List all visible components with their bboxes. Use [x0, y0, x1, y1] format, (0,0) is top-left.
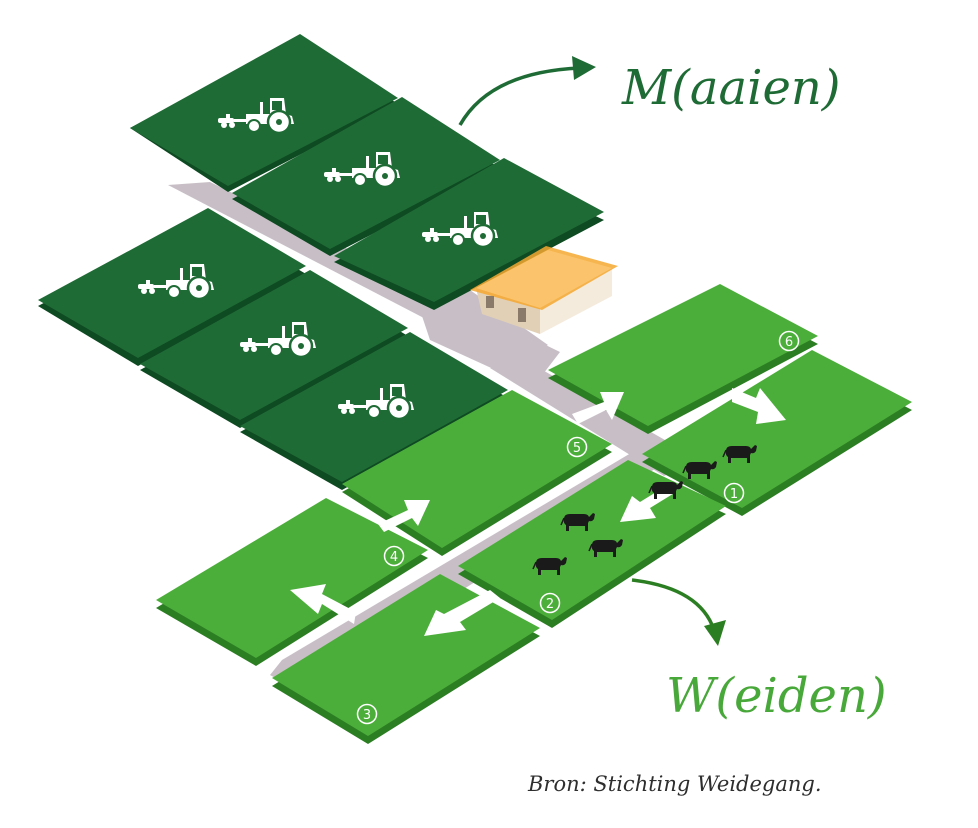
- graze-pointer-arrow: [632, 580, 726, 646]
- svg-text:5: 5: [573, 441, 581, 456]
- svg-text:2: 2: [546, 597, 554, 612]
- svg-text:3: 3: [363, 708, 371, 723]
- graze-label: W(eiden): [666, 668, 887, 724]
- source-credit: Bron: Stichting Weidegang.: [528, 772, 868, 796]
- mow-label: M(aaien): [621, 60, 841, 116]
- mow-pointer-arrow: [460, 56, 596, 125]
- svg-text:6: 6: [785, 335, 793, 350]
- svg-text:4: 4: [390, 550, 398, 565]
- svg-text:1: 1: [730, 487, 738, 502]
